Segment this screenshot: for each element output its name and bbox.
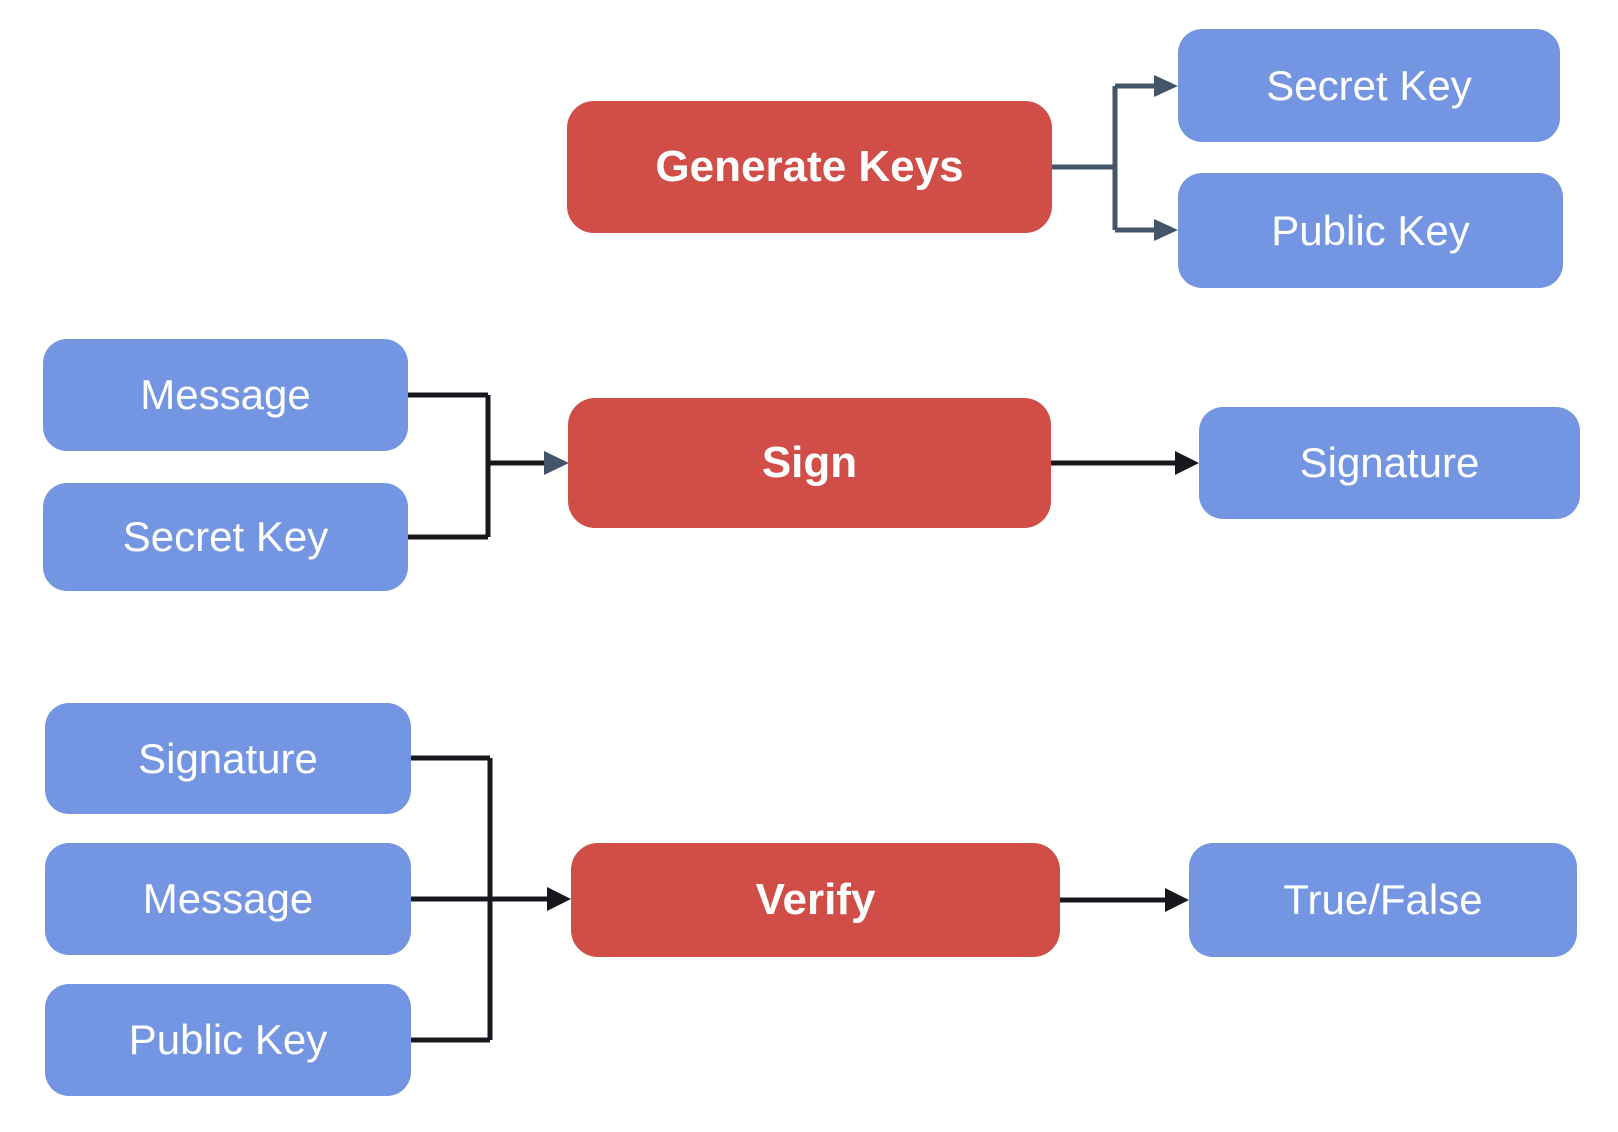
node-signature-output: Signature [1199, 407, 1580, 519]
arrowhead-to-public-key [1154, 219, 1178, 241]
node-signature-verify-input: Signature [45, 703, 411, 814]
node-message-sign-input: Message [43, 339, 408, 451]
connector-sign-inputs [408, 392, 569, 540]
node-verify: Verify [571, 843, 1060, 957]
node-secret-key-sign-input: Secret Key [43, 483, 408, 591]
connector-verify-to-truefalse [1060, 888, 1189, 912]
arrowhead-to-sign [544, 451, 569, 475]
node-public-key-verify-input: Public Key [45, 984, 411, 1096]
node-sign: Sign [568, 398, 1051, 528]
node-generate-keys: Generate Keys [567, 101, 1052, 233]
node-true-false: True/False [1189, 843, 1577, 957]
connector-sign-to-signature [1051, 451, 1199, 475]
arrowhead-to-verify [547, 887, 571, 911]
arrowhead-to-truefalse [1165, 888, 1189, 912]
arrowhead-to-signature [1175, 451, 1199, 475]
node-message-verify-input: Message [45, 843, 411, 955]
connector-generate-keys-split [1052, 75, 1178, 241]
connector-verify-inputs [411, 755, 571, 1043]
arrowhead-to-secret-key [1154, 75, 1178, 97]
node-public-key-output: Public Key [1178, 173, 1563, 288]
node-secret-key-output: Secret Key [1178, 29, 1560, 142]
